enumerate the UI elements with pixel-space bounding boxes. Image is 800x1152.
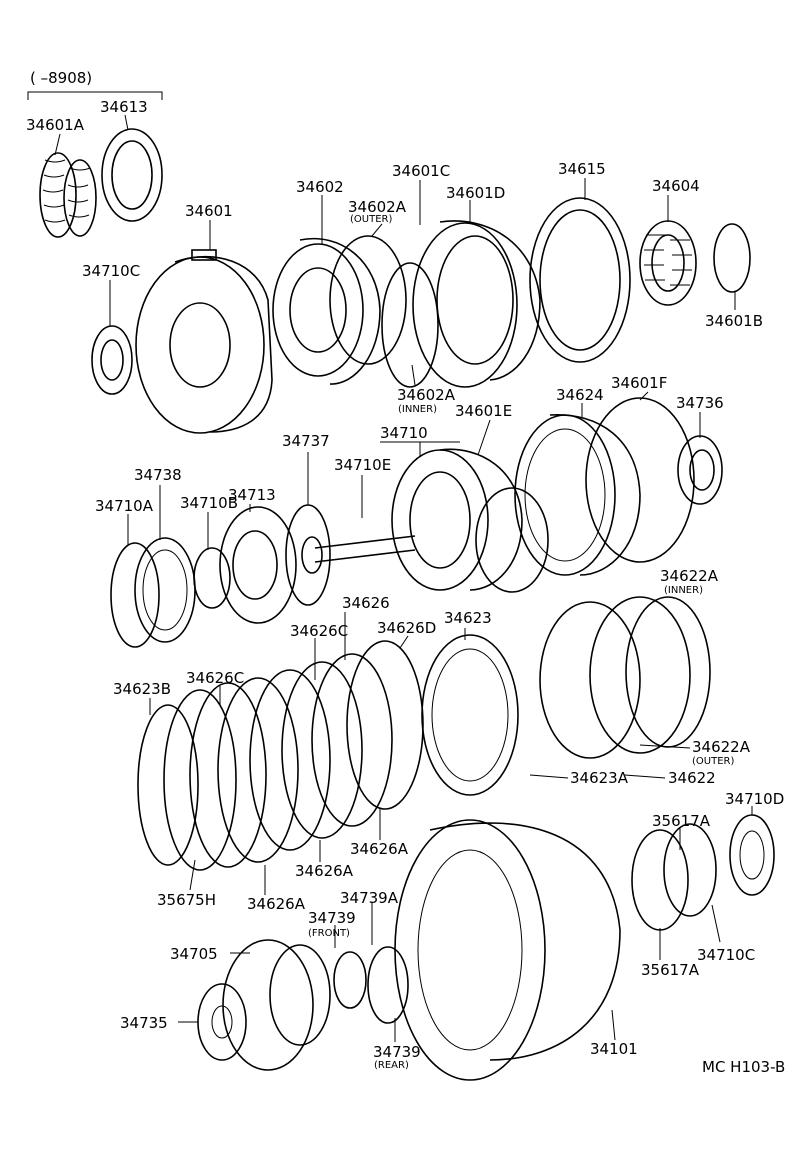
qualifier-outer-1: (OUTER) — [350, 214, 392, 225]
piston-34602 — [272, 237, 381, 385]
spring-set-34604 — [639, 220, 697, 306]
label-34626D: 34626D — [377, 619, 436, 637]
qualifier-inner-1: (INNER) — [398, 404, 437, 415]
gear-34738 — [134, 537, 196, 643]
label-34101: 34101 — [590, 1040, 638, 1058]
label-34601: 34601 — [185, 202, 233, 220]
label-34710B: 34710B — [180, 494, 238, 512]
label-34601A: 34601A — [26, 116, 85, 134]
label-34710A: 34710A — [95, 497, 154, 515]
label-34739A: 34739A — [340, 889, 399, 907]
label-34602A-inner: 34602A — [397, 386, 456, 404]
label-34624: 34624 — [556, 386, 604, 404]
label-34626C-mid: 34626C — [186, 669, 244, 687]
washer-34736 — [677, 435, 723, 505]
label-35617A-bot: 35617A — [641, 961, 700, 979]
gear-34713 — [219, 506, 297, 624]
drum-34624 — [514, 414, 641, 576]
label-34622A-outer: 34622A — [692, 738, 751, 756]
label-34710C-bot: 34710C — [697, 946, 755, 964]
label-34602A-outer: 34602A — [348, 198, 407, 216]
label-34737: 34737 — [282, 432, 330, 450]
label-34601F: 34601F — [611, 374, 667, 392]
label-34739-rear: 34739 — [373, 1043, 421, 1061]
qualifier-outer-2: (OUTER) — [692, 756, 734, 767]
label-35675H: 35675H — [157, 891, 216, 909]
label-34713: 34713 — [228, 486, 276, 504]
label-34622: 34622 — [668, 769, 716, 787]
seal-34710C-top — [91, 325, 133, 395]
label-34604: 34604 — [652, 177, 700, 195]
piston-34601 — [135, 249, 273, 434]
range-bracket — [27, 91, 163, 100]
label-34626: 34626 — [342, 594, 390, 612]
label-34710C-top: 34710C — [82, 262, 140, 280]
label-34623B: 34623B — [113, 680, 171, 698]
snap-ring-34601F — [585, 397, 695, 563]
snap-ring-34710A — [110, 542, 160, 648]
label-34710E: 34710E — [334, 456, 391, 474]
snap-ring-34601B — [713, 223, 751, 293]
washer-34735 — [197, 983, 247, 1061]
disc-34615 — [529, 197, 631, 363]
label-34710D: 34710D — [725, 790, 784, 808]
qualifier-inner-2: (INNER) — [664, 585, 703, 596]
label-34626A-c: 34626A — [247, 895, 306, 913]
label-34601B: 34601B — [705, 312, 763, 330]
bearing-34710D — [729, 814, 775, 896]
bearing-34739 — [333, 946, 409, 1024]
label-34736: 34736 — [676, 394, 724, 412]
label-34623: 34623 — [444, 609, 492, 627]
qualifier-rear: (REAR) — [374, 1060, 409, 1071]
case-34101 — [394, 819, 621, 1081]
planetary-34710 — [391, 448, 549, 593]
range-label: ( –8908) — [30, 69, 92, 87]
label-34622A-inner: 34622A — [660, 567, 719, 585]
reference-code: MC H103-B — [702, 1058, 785, 1076]
piston-34622 — [539, 596, 711, 759]
spring-set-34601A — [39, 152, 97, 238]
sun-gear-34705 — [222, 939, 331, 1071]
qualifier-front: (FRONT) — [308, 928, 350, 939]
label-34739-front: 34739 — [308, 909, 356, 927]
label-34613: 34613 — [100, 98, 148, 116]
oring-34602A — [329, 235, 439, 388]
label-34615: 34615 — [558, 160, 606, 178]
label-34626A-a: 34626A — [350, 840, 409, 858]
label-34623A: 34623A — [570, 769, 629, 787]
bearing-34710B — [193, 547, 231, 609]
label-34738: 34738 — [134, 466, 182, 484]
spring-retainer-34623 — [421, 634, 519, 796]
label-34601C: 34601C — [392, 162, 450, 180]
label-34601E: 34601E — [455, 402, 512, 420]
label-34626C-top: 34626C — [290, 622, 348, 640]
clutch-drum-34601C-D — [412, 220, 541, 388]
label-34626A-b: 34626A — [295, 862, 354, 880]
label-34705: 34705 — [170, 945, 218, 963]
clutch-pack-34626 — [137, 640, 424, 871]
label-34602: 34602 — [296, 178, 344, 196]
label-34735: 34735 — [120, 1014, 168, 1032]
label-35617A-top: 35617A — [652, 812, 711, 830]
shaft-34737 — [285, 504, 416, 606]
label-34601D: 34601D — [446, 184, 505, 202]
leader-lines — [54, 114, 753, 1042]
seal-35617A — [631, 823, 717, 931]
washer-34613 — [101, 128, 163, 222]
label-34710: 34710 — [380, 424, 428, 442]
